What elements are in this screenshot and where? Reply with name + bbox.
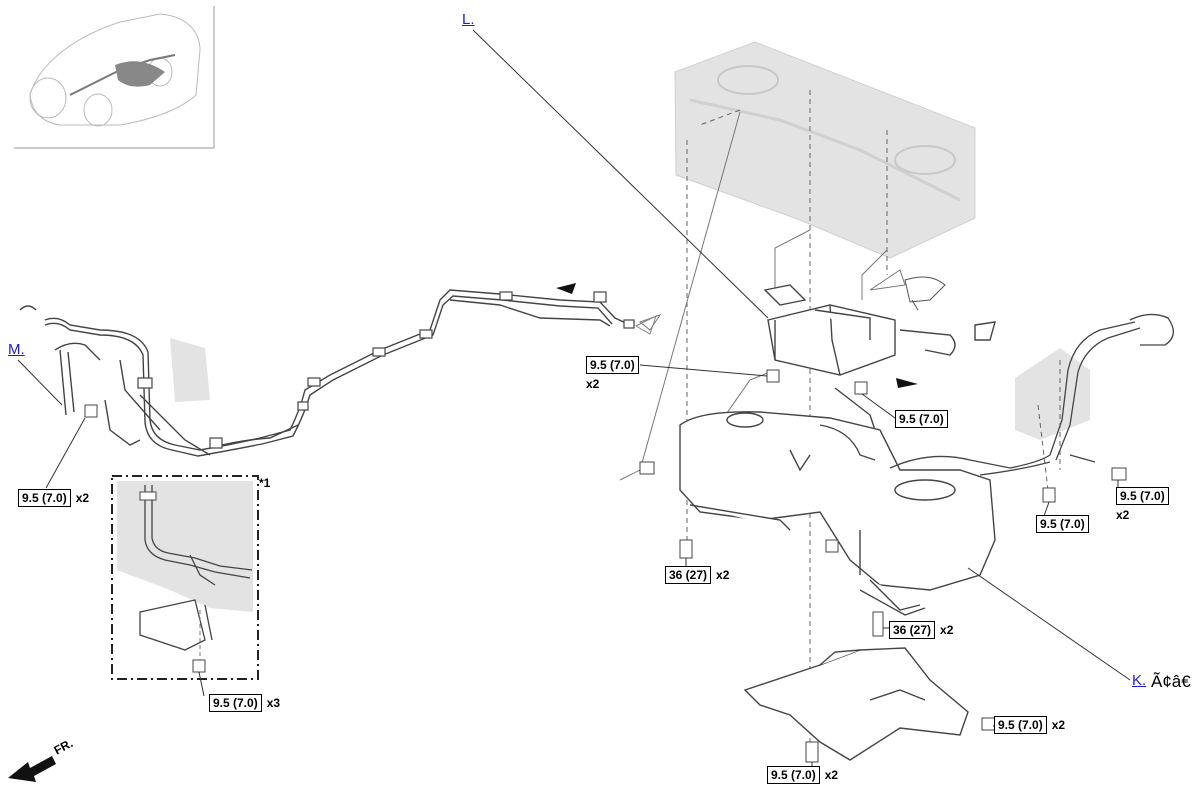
torque-callout: 9.5 (7.0) (1036, 515, 1089, 533)
torque-value: 9.5 (7.0) (767, 766, 820, 784)
bolt-icon (805, 741, 819, 763)
torque-quantity: x2 (586, 377, 600, 391)
arrow-icon (896, 378, 918, 388)
torque-callout: 36 (27) x2 (665, 566, 729, 584)
torque-value: 9.5 (7.0) (994, 716, 1047, 734)
torque-value: 36 (27) (665, 566, 712, 584)
arrow-icon (556, 283, 576, 294)
torque-quantity: x2 (1116, 508, 1130, 522)
fuel-tank (679, 411, 996, 611)
bolt-icon (872, 611, 884, 637)
torque-callout: 9.5 (7.0) x3 (209, 694, 280, 712)
torque-callout: 9.5 (7.0) x2 (994, 716, 1065, 734)
link-m[interactable]: M. (8, 341, 25, 358)
nut-icon (192, 659, 206, 673)
link-l[interactable]: L. (462, 11, 475, 28)
bolt-icon (1111, 467, 1127, 481)
torque-callout: 9.5 (7.0) x2 (1116, 487, 1169, 521)
torque-callout: 9.5 (7.0) (895, 410, 948, 428)
fuel-lines (19, 289, 631, 457)
inset-note-label: *1 (259, 476, 271, 490)
bolt-icon (766, 369, 780, 383)
torque-value: 9.5 (7.0) (1036, 515, 1089, 533)
link-k[interactable]: K. (1132, 672, 1147, 689)
torque-value: 9.5 (7.0) (18, 489, 71, 507)
link-k-garbled-text: Ã¢â€ (1151, 672, 1191, 691)
torque-quantity: x2 (1051, 718, 1066, 732)
leader-lines (17, 29, 1131, 768)
torque-callout: 9.5 (7.0) x2 (586, 356, 639, 390)
fuel-tank-under-cover (743, 647, 969, 761)
torque-value: 9.5 (7.0) (895, 410, 948, 428)
torque-quantity: x2 (75, 491, 90, 505)
charcoal-canister (763, 284, 996, 446)
bolt-icon (679, 539, 693, 559)
torque-callout: 9.5 (7.0) x2 (18, 489, 89, 507)
floor-panel (674, 41, 976, 259)
bolt-icon (1042, 487, 1056, 503)
torque-value: 9.5 (7.0) (586, 356, 639, 374)
torque-callout: 36 (27) x2 (889, 621, 953, 639)
bolt-icon (854, 381, 868, 395)
torque-callout: 9.5 (7.0) x2 (767, 766, 838, 784)
torque-quantity: x2 (940, 623, 954, 637)
clip-icon (639, 461, 655, 475)
vehicle-locator-inset (14, 6, 215, 149)
detail-inset (111, 475, 259, 680)
torque-value: 9.5 (7.0) (1116, 487, 1169, 505)
torque-quantity: x3 (266, 696, 281, 710)
bolt-icon (84, 404, 98, 418)
clip-icon (825, 539, 839, 553)
torque-quantity: x2 (716, 568, 730, 582)
torque-quantity: x2 (824, 768, 839, 782)
torque-value: 36 (27) (889, 621, 936, 639)
torque-value: 9.5 (7.0) (209, 694, 262, 712)
front-arrow-icon (8, 756, 56, 782)
